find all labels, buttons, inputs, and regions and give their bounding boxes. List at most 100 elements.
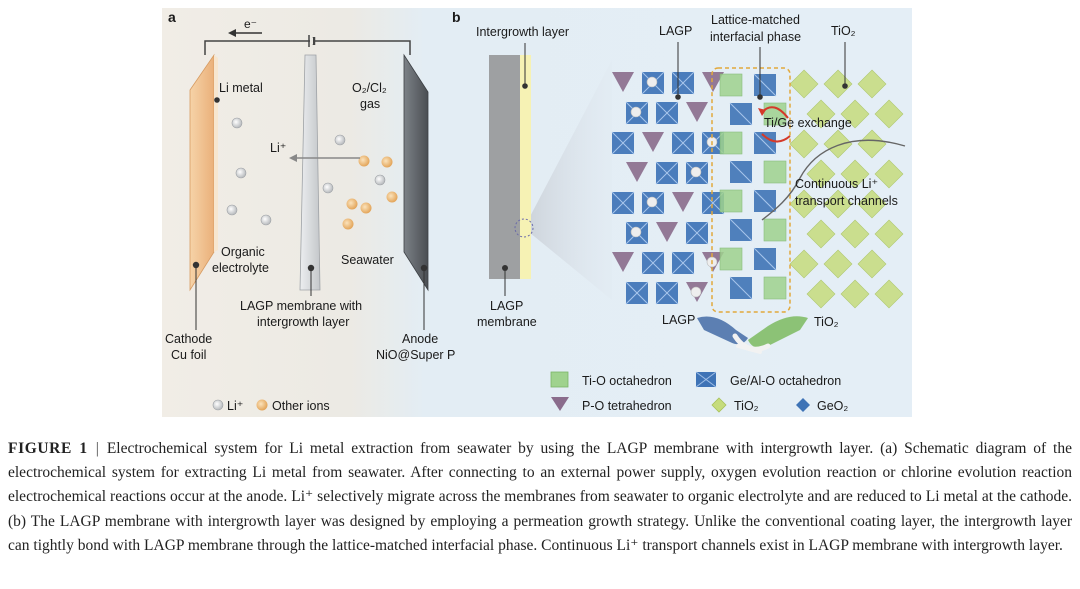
- octahedron-edge: [729, 218, 753, 242]
- li-ion-label: Li⁺: [270, 141, 286, 155]
- crystal-lattice: [611, 69, 904, 309]
- legend-tio2-label: TiO₂: [734, 399, 759, 413]
- cathode-label-line2: Cu foil: [171, 348, 206, 362]
- continuous-channels-label-line2: transport channels: [795, 194, 898, 208]
- octahedron-edge: [655, 101, 679, 125]
- lattice-matched-label-line1: Lattice-matched: [711, 13, 800, 27]
- octahedron-edge: [611, 191, 635, 215]
- tio2-unit: [840, 279, 870, 309]
- octahedron-edge: [611, 131, 635, 155]
- tio2-unit: [789, 69, 819, 99]
- seawater-label: Seawater: [341, 253, 394, 267]
- tio2-unit: [874, 279, 904, 309]
- po-tetrahedron: [612, 252, 634, 272]
- legend-other-label: Other ions: [272, 399, 330, 413]
- tio2-unit: [806, 219, 836, 249]
- other-ion: [360, 202, 372, 214]
- handshake-tio2-label: TiO₂: [814, 315, 839, 329]
- caption-text: Electrochemical system for Li metal extr…: [8, 440, 1072, 554]
- tio2-unit: [789, 189, 819, 219]
- legend-geo2-label: GeO₂: [817, 399, 848, 413]
- other-ion: [342, 218, 354, 230]
- octahedron-edge: [671, 131, 695, 155]
- li-ion: [226, 204, 238, 216]
- li-ion: [374, 174, 386, 186]
- tio2-unit: [874, 99, 904, 129]
- tio2-unit: [857, 189, 887, 219]
- tio2-unit: [806, 279, 836, 309]
- cathode-label-line1: Cathode: [165, 332, 212, 346]
- cathode-marker: [192, 261, 200, 269]
- octahedron-edge: [753, 189, 777, 213]
- intergrowth-layer-bar: [520, 55, 531, 279]
- panel-b-letter: b: [452, 9, 461, 25]
- organic-electrolyte-line1: Organic: [221, 245, 265, 259]
- octahedron-edge: [729, 160, 753, 184]
- li-ion: [322, 182, 334, 194]
- other-ion: [358, 155, 370, 167]
- anode-electrode: [403, 53, 429, 292]
- tio2-unit: [789, 129, 819, 159]
- legend-po-tet-swatch: [551, 397, 569, 411]
- ti-o-octahedron: [719, 247, 743, 271]
- tio2-unit: [789, 249, 819, 279]
- octahedron-edge: [671, 251, 695, 275]
- po-tetrahedron: [686, 102, 708, 122]
- li-metal-label: Li metal: [219, 81, 263, 95]
- legend-other-swatch: [256, 399, 268, 411]
- ti-o-octahedron: [763, 218, 787, 242]
- membrane-label-line1: LAGP membrane with: [240, 299, 362, 313]
- anode-label-line1: Anode: [402, 332, 438, 346]
- other-ion: [381, 156, 393, 168]
- octahedron-edge: [625, 281, 649, 305]
- tio2-unit: [874, 219, 904, 249]
- panel-b: b Intergrowth layer LAGP membrane LAGP L…: [452, 9, 906, 413]
- octahedron-edge: [655, 161, 679, 185]
- li-site: [630, 106, 642, 118]
- continuous-channels-label-line1: Continuous Li⁺: [795, 177, 878, 191]
- lagp-membrane-label-line2: membrane: [477, 315, 537, 329]
- membrane-marker: [307, 264, 315, 272]
- octahedron-edge: [753, 131, 777, 155]
- ti-o-octahedron: [763, 160, 787, 184]
- tio2-top-label: TiO₂: [831, 24, 856, 38]
- ti-o-octahedron: [719, 131, 743, 155]
- li-site: [630, 226, 642, 238]
- external-circuit-wire: [204, 40, 411, 55]
- handshake-lagp-label: LAGP: [662, 313, 695, 327]
- po-tetrahedron: [642, 132, 664, 152]
- membrane-label-line2: intergrowth layer: [257, 315, 349, 329]
- li-metal-layer: [214, 55, 218, 252]
- li-transport-channel: [761, 139, 906, 221]
- octahedron-edge: [753, 73, 777, 97]
- octahedron-edge: [753, 247, 777, 271]
- organic-electrolyte-line2: electrolyte: [212, 261, 269, 275]
- octahedron-edge: [729, 276, 753, 300]
- li-ion: [334, 134, 346, 146]
- panel-a: a e⁻: [165, 9, 455, 413]
- panel-a-letter: a: [168, 9, 176, 25]
- po-tetrahedron: [626, 162, 648, 182]
- interfacial-phase-box: [711, 67, 791, 313]
- ti-o-octahedron: [763, 276, 787, 300]
- tio2-unit: [823, 129, 853, 159]
- lagp-top-label: LAGP: [659, 24, 692, 38]
- li-ion: [231, 117, 243, 129]
- legend-tio-oct-label: Ti-O octahedron: [582, 374, 672, 388]
- ti-ge-exchange-arrow-2: [761, 133, 791, 143]
- li-metal-marker: [214, 97, 220, 103]
- tio2-unit: [823, 189, 853, 219]
- anode-marker: [420, 264, 428, 272]
- li-site: [646, 196, 658, 208]
- caption-separator: |: [95, 440, 99, 457]
- other-ion: [386, 191, 398, 203]
- octahedron-edge: [671, 71, 695, 95]
- ti-o-octahedron: [719, 189, 743, 213]
- other-ion: [346, 198, 358, 210]
- zoom-circle: [514, 218, 534, 238]
- legend-li-swatch: [212, 399, 224, 411]
- lattice-matched-label-line2: interfacial phase: [710, 30, 801, 44]
- tio2-unit: [840, 219, 870, 249]
- li-ion: [260, 214, 272, 226]
- legend-ge-oct-label: Ge/Al-O octahedron: [730, 374, 841, 388]
